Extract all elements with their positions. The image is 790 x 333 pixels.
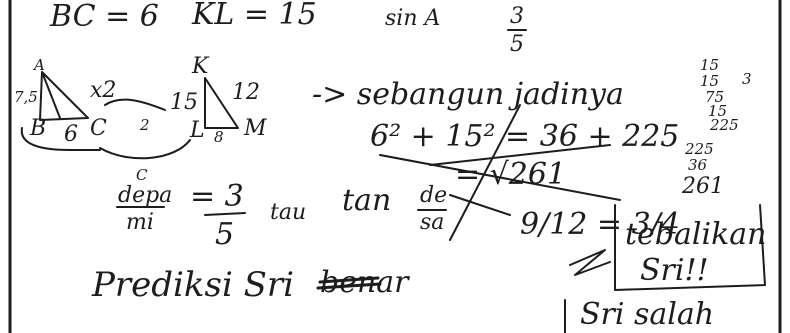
vertex-k: K: [192, 54, 209, 79]
triangle-abc-bracket: [20, 127, 101, 151]
cross-line-1: [379, 154, 621, 201]
side-calc-i: 3: [742, 70, 752, 88]
vertex-b: B: [30, 116, 47, 141]
note-sin-den: 5: [510, 32, 524, 57]
arrow-label-2: 2: [140, 116, 150, 134]
trig-mi: mi: [126, 210, 154, 235]
cross-line-3: [429, 144, 611, 166]
side-ab-length: 7,5: [14, 88, 38, 106]
trig-ratio: 9/12 = 3/4: [520, 207, 680, 242]
side-calc-b: 15: [700, 72, 720, 90]
trig-c-label: C: [136, 166, 148, 184]
side-lm-length: 8: [214, 128, 224, 146]
side-calc-g: 36: [688, 156, 708, 174]
side-calc-h: 261: [682, 174, 724, 199]
mark-x2: x2: [90, 78, 117, 103]
side-calc-a: 15: [700, 56, 720, 74]
prediksi-sri: Prediksi Sri: [92, 265, 295, 305]
arrow-label-15: 15: [170, 90, 198, 115]
triangle-abc-inner: [41, 71, 61, 119]
boxed-sri: Sri!!: [640, 253, 709, 288]
side-calc-e: 225: [710, 116, 739, 134]
vertex-l: L: [190, 118, 205, 143]
note-sin-a: sin A: [385, 6, 441, 31]
side-calc-f: 225: [685, 140, 714, 158]
frac-bar-3-5: [204, 212, 246, 216]
trig-tau: tau: [270, 200, 307, 225]
side-calc-d: 15: [708, 102, 728, 120]
zigzag-arrow: [569, 249, 611, 276]
arrow-from-klm: [104, 98, 166, 111]
vertex-a: A: [34, 56, 45, 74]
triangle-klm: [204, 77, 239, 129]
trig-depa: depa: [118, 183, 173, 208]
box-tebalikan: [614, 204, 766, 291]
note-kl: KL = 15: [192, 0, 317, 32]
note-sin-num: 3: [510, 4, 524, 29]
arrow-to-ratio: [449, 194, 511, 216]
trig-eq-3: = 3: [190, 179, 244, 214]
triangle-abc: [39, 71, 89, 121]
crossed-word: benar: [320, 265, 409, 300]
side-km-length: 12: [232, 80, 260, 105]
trig-sa: sa: [420, 210, 445, 235]
note-bc: BC = 6: [50, 0, 159, 34]
pythagoras-line-2: = √261: [455, 157, 567, 192]
pythagoras-line-1: 6² + 15² = 36 + 225: [370, 119, 680, 154]
boxed-tebalikan: tebalikan: [625, 217, 767, 252]
side-calc-c: 75: [705, 88, 725, 106]
vertex-m: M: [244, 116, 267, 141]
trig-de: de: [420, 183, 448, 208]
trig-tan: tan: [342, 183, 392, 218]
statement-sebangun: -> sebangun jadinya: [312, 77, 624, 112]
crossout-scribble: [316, 276, 382, 290]
side-bc-length: 6: [64, 122, 78, 147]
sri-salah: Sri salah: [580, 297, 715, 332]
arrow-to-klm: [99, 139, 191, 160]
cross-line-2: [449, 104, 521, 241]
trig-five: 5: [215, 217, 235, 252]
vertex-c: C: [90, 116, 107, 141]
